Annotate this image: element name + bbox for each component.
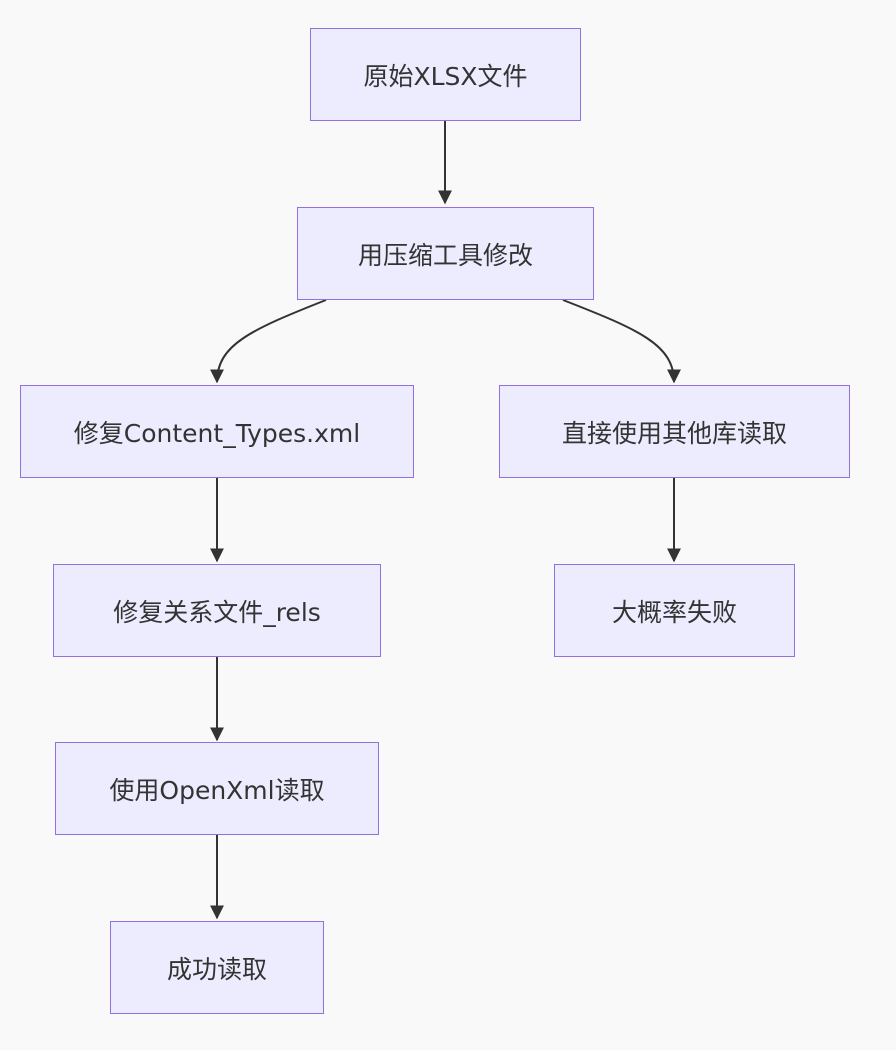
node-use-openxml: 使用OpenXml读取: [55, 742, 379, 835]
node-fix-content-types: 修复Content_Types.xml: [20, 385, 414, 478]
node-success: 成功读取: [110, 921, 324, 1014]
edge-modify-to-fix-content-types: [210, 299, 327, 384]
node-original-xlsx: 原始XLSX文件: [310, 28, 581, 121]
node-direct-other-library: 直接使用其他库读取: [499, 385, 850, 478]
node-modify-with-zip-tool: 用压缩工具修改: [297, 207, 594, 300]
node-fix-relations: 修复关系文件_rels: [53, 564, 381, 657]
node-likely-fail: 大概率失败: [554, 564, 795, 657]
edge-modify-to-direct-other-lib: [562, 299, 681, 384]
